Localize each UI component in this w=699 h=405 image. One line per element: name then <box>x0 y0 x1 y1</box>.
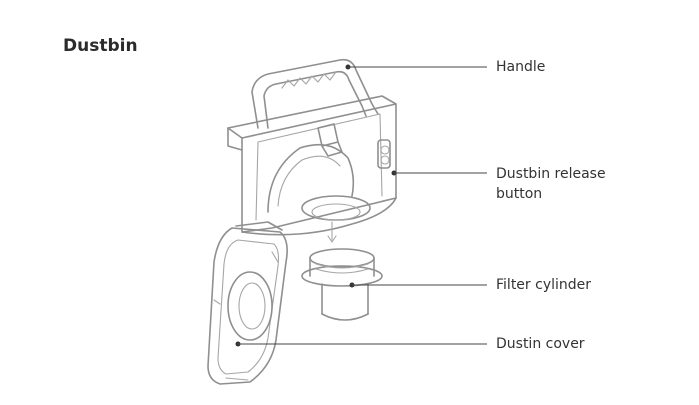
filter-cylinder-drawing <box>301 248 383 321</box>
label-handle-text: Handle <box>496 59 546 75</box>
dustbin-body-drawing <box>227 95 397 236</box>
leader-release-button <box>391 170 487 176</box>
label-release-line-1: Dustbin release <box>496 166 606 182</box>
insert-arrow <box>327 221 337 243</box>
label-cover-text: Dustin cover <box>496 336 585 352</box>
leader-handle <box>345 64 487 70</box>
label-dustbin-cover: Dustin cover <box>496 334 585 354</box>
handle-drawing <box>251 58 379 129</box>
label-release-line-2: button <box>496 186 543 202</box>
leader-dustbin-cover <box>235 341 487 347</box>
page-title: Dustbin <box>63 36 138 56</box>
dustbin-cover-drawing <box>207 221 288 385</box>
label-release-button: Dustbin release button <box>496 164 606 204</box>
leader-filter-cylinder <box>349 282 487 288</box>
label-handle: Handle <box>496 57 545 77</box>
label-filter-text: Filter cylinder <box>496 277 592 293</box>
label-filter-cylinder: Filter cylinder <box>496 275 591 295</box>
